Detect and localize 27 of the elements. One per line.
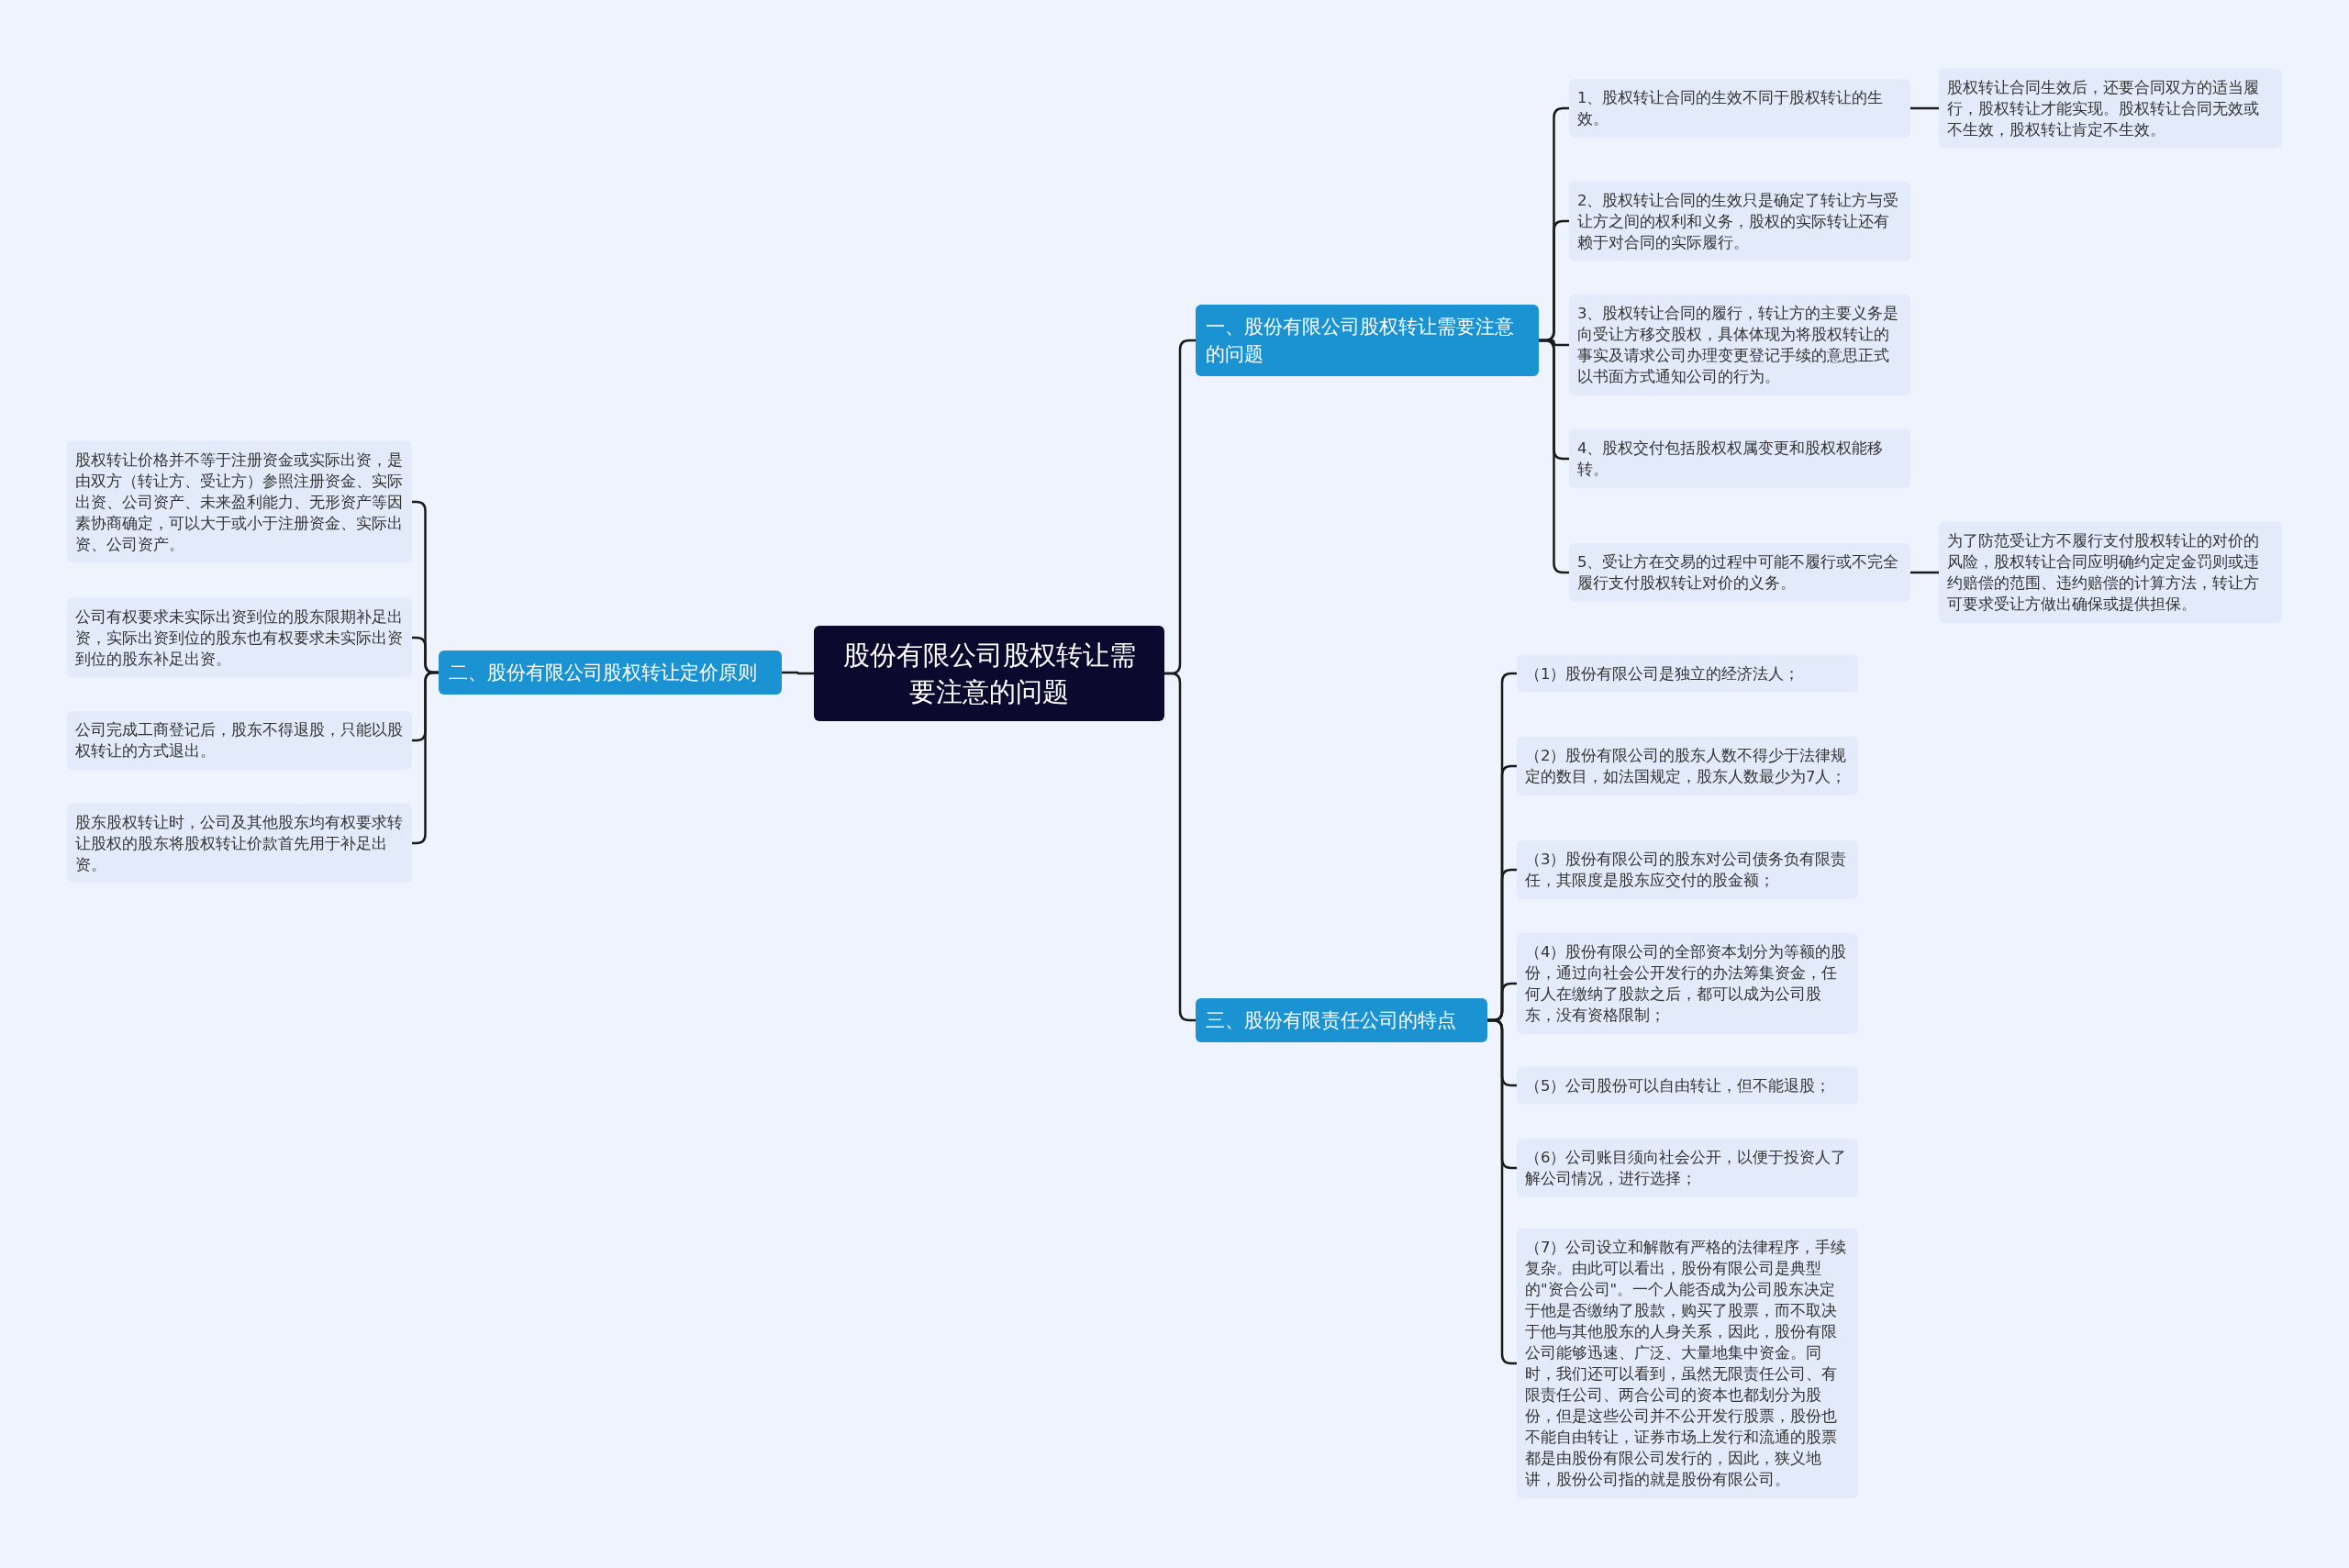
subtopic-card: 公司完成工商登记后，股东不得退股，只能以股权转让的方式退出。: [67, 711, 412, 770]
subtopic-card: （4）股份有限公司的全部资本划分为等额的股份，通过向社会公开发行的办法筹集资金，任何人在缴纳了股款之后，都可以成为公司股东，没有资格限制；: [1517, 933, 1858, 1034]
subtopic-card: （5）公司股份可以自由转让，但不能退股；: [1517, 1066, 1858, 1105]
branch-topic: 二、股份有限公司股权转让定价原则: [439, 651, 782, 695]
subtopic-card: （2）股份有限公司的股东人数不得少于法律规定的数目，如法国规定，股东人数最少为7人；: [1517, 737, 1858, 795]
central-topic: 股份有限公司股权转让需要注意的问题: [814, 626, 1164, 721]
subtopic-card: 公司有权要求未实际出资到位的股东限期补足出资，实际出资到位的股东也有权要求未实际出资到位的股东补足出资。: [67, 597, 412, 678]
subtopic-card: 5、受让方在交易的过程中可能不履行或不完全履行支付股权转让对价的义务。: [1569, 543, 1910, 602]
subtopic-card: 为了防范受让方不履行支付股权转让的对价的风险，股权转让合同应明确约定定金罚则或违约赔偿的范围、违约赔偿的计算方法，转让方可要求受让方做出确保或提供担保。: [1939, 522, 2282, 623]
subtopic-card: （1）股份有限公司是独立的经济法人；: [1517, 654, 1858, 693]
subtopic-card: 1、股权转让合同的生效不同于股权转让的生效。: [1569, 79, 1910, 138]
subtopic-card: 4、股权交付包括股权权属变更和股权权能移转。: [1569, 429, 1910, 488]
subtopic-card: （3）股份有限公司的股东对公司债务负有限责任，其限度是股东应交付的股金额；: [1517, 840, 1858, 899]
connector-line: [1910, 106, 1939, 110]
subtopic-card: （6）公司账目须向社会公开，以便于投资人了解公司情况，进行选择；: [1517, 1139, 1858, 1197]
connector-line: [1487, 1018, 1517, 1365]
branch-topic: 一、股份有限公司股权转让需要注意的问题: [1196, 305, 1539, 376]
connector-line: [1910, 571, 1939, 574]
subtopic-card: 3、股权转让合同的履行，转让方的主要义务是向受让方移交股权，具体体现为将股权转让的事实及请求公司办理变更登记手续的意思正式以书面方式通知公司的行为。: [1569, 295, 1910, 395]
subtopic-card: 股东股权转让时，公司及其他股东均有权要求转让股权的股东将股权转让价款首先用于补足出资。: [67, 803, 412, 884]
connector-line: [782, 671, 814, 675]
subtopic-card: 股权转让价格并不等于注册资金或实际出资，是由双方（转让方、受让方）参照注册资金、实际出资、公司资产、未来盈利能力、无形资产等因素协商确定，可以大于或小于注册资金、实际出资、公司资产。: [67, 440, 412, 563]
connector-line: [1539, 339, 1569, 574]
subtopic-card: 股权转让合同生效后，还要合同双方的适当履行，股权转让才能实现。股权转让合同无效或不生效，股权转让肯定不生效。: [1939, 68, 2282, 149]
subtopic-card: 2、股权转让合同的生效只是确定了转让方与受让方之间的权利和义务，股权的实际转让还有赖于对合同的实际履行。: [1569, 181, 1910, 261]
branch-topic: 三、股份有限责任公司的特点: [1196, 998, 1487, 1042]
subtopic-card: （7）公司设立和解散有严格的法律程序，手续复杂。由此可以看出，股份有限公司是典型的"资合公司"。一个人能否成为公司股东决定于他是否缴纳了股款，购买了股票，而不取决于他与其他股东的人身关系，因此，股份有限公司能够迅速、广泛、大量地集中资金。同时，我们还可以看到，虽然无限责任公司、有限责任公司、两合公司的资本也都划分为股份，但是这些公司并不公开发行股票，股份也不能自由转让，证券市场上发行和流通的股票都是由股份有限公司发行的，因此，狭义地讲，股份公司指的就是股份有限公司。: [1517, 1229, 1858, 1498]
